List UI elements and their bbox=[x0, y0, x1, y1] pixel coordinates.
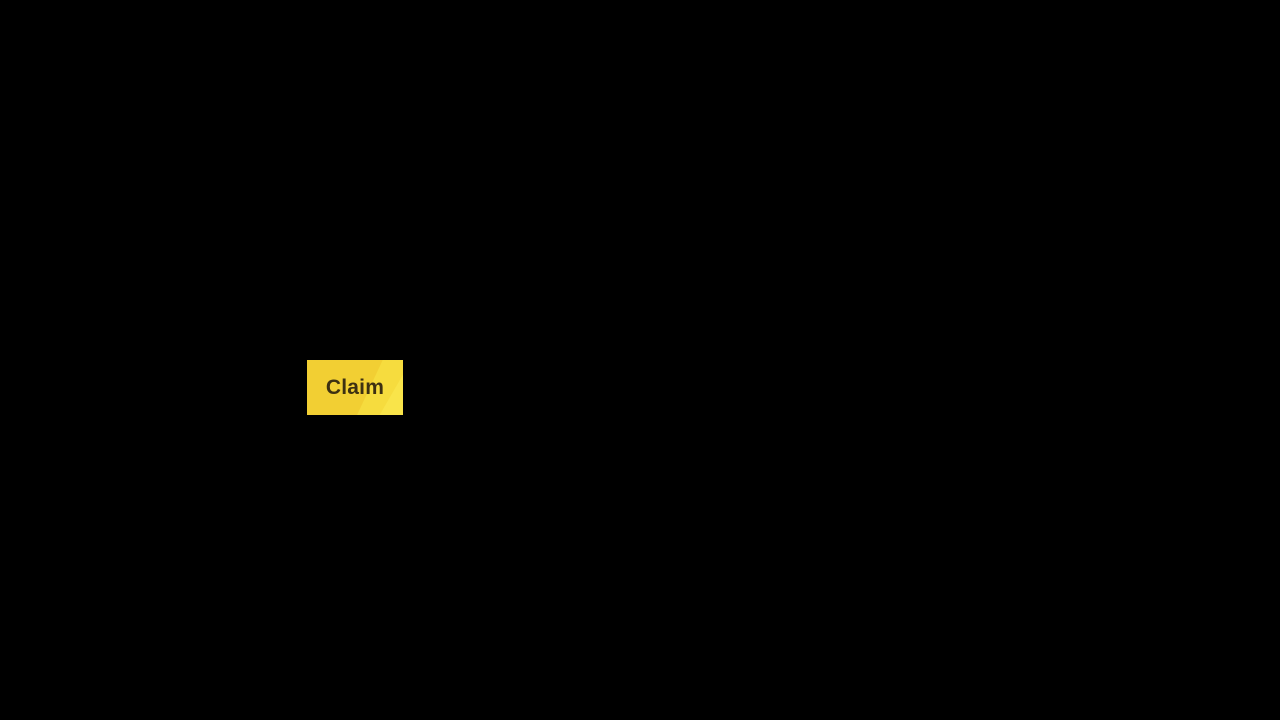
claim-button-label: Claim bbox=[325, 375, 385, 399]
claim-button[interactable]: Claim bbox=[307, 360, 403, 415]
